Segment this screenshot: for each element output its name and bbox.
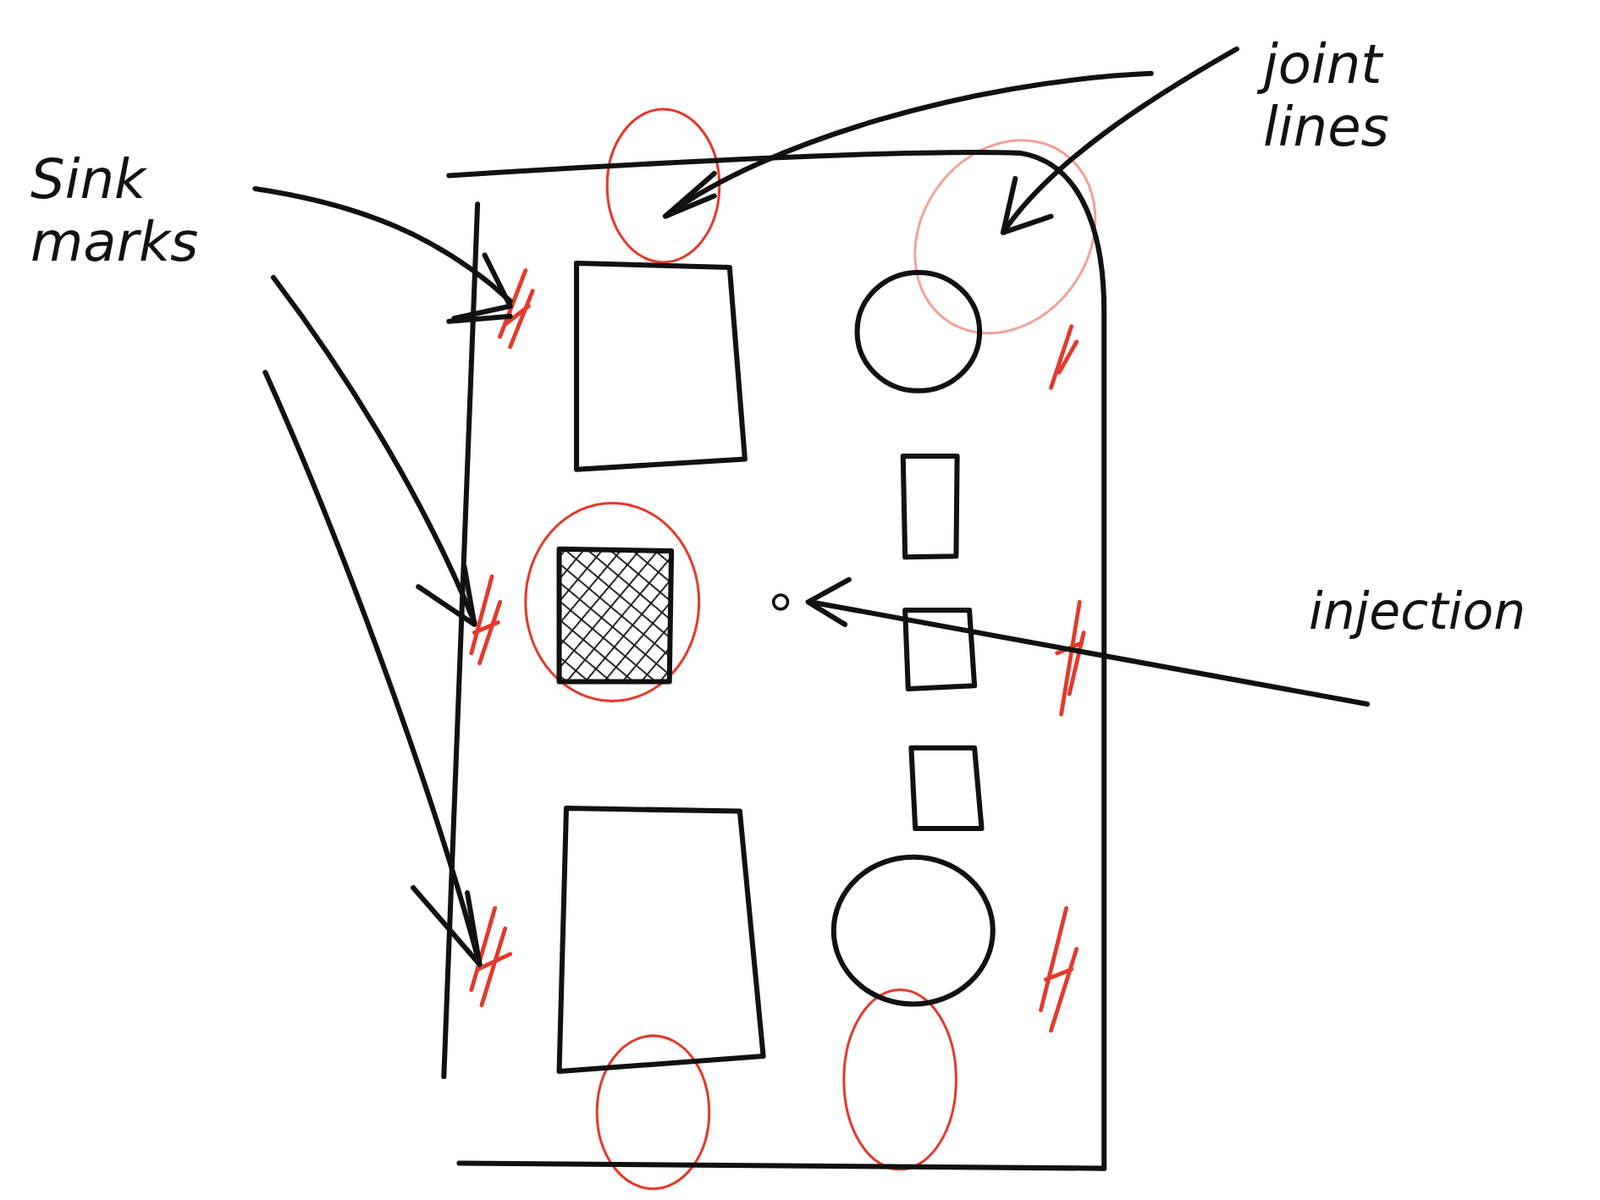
round-opening (857, 272, 981, 392)
hatched-insert (559, 549, 673, 683)
annotation-label: Sink marks (30, 148, 243, 274)
injection-point (773, 595, 789, 610)
annotation-label: joint lines (1263, 33, 1475, 159)
part-features (559, 263, 994, 1072)
leader-arrows (254, 49, 1368, 966)
round-opening (833, 857, 994, 1005)
rect-opening (576, 263, 745, 470)
defect-circles (525, 104, 1133, 1189)
slot-opening (903, 456, 958, 558)
part-outline (443, 152, 1104, 1170)
annotation-label: injection (1308, 582, 1589, 641)
joint-line-ring (606, 109, 720, 263)
joint-line-ring (844, 990, 957, 1170)
rect-opening (559, 808, 764, 1072)
slot-opening (910, 748, 982, 829)
joint-line-ring (525, 502, 700, 701)
